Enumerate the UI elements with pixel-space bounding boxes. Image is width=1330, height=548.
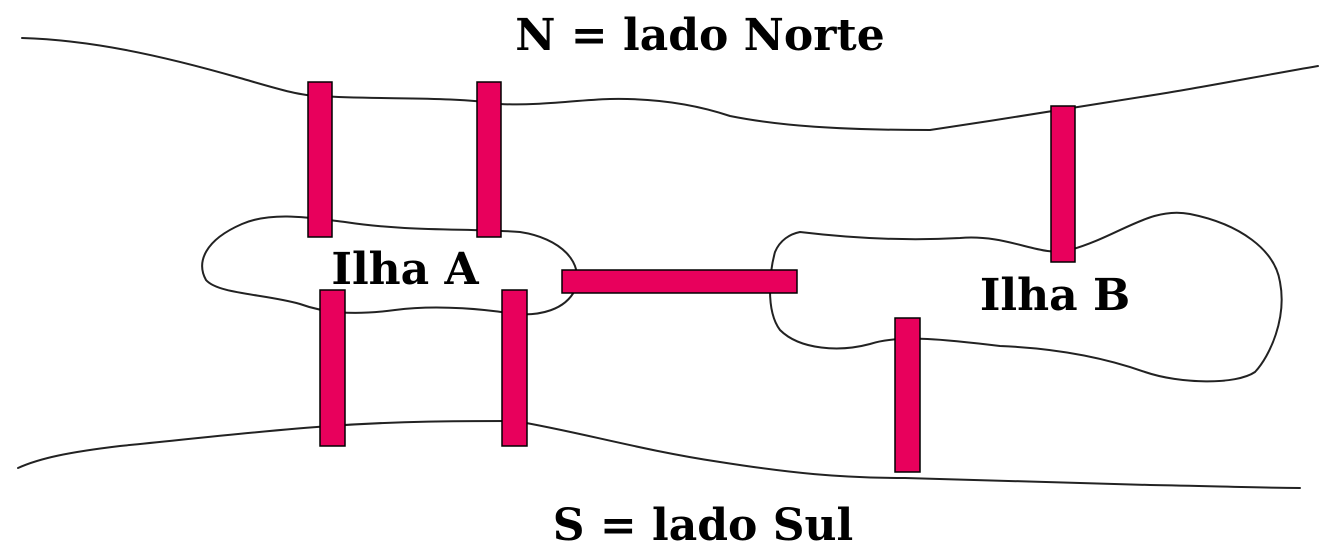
bridge-a-b	[561, 269, 798, 294]
bridge-south-a-2	[501, 289, 528, 447]
island-b-outline	[769, 211, 1283, 383]
bridge-north-b	[1050, 105, 1076, 263]
island-a-label: Ilha A	[331, 244, 479, 295]
south-shoreline	[17, 420, 1301, 489]
bridge-north-a-1	[307, 81, 333, 238]
south-label: S = lado Sul	[553, 500, 853, 548]
island-b-label: Ilha B	[980, 270, 1130, 321]
north-shoreline	[21, 37, 1319, 131]
bridge-north-a-2	[476, 81, 502, 238]
bridge-south-b	[894, 317, 921, 473]
north-label: N = lado Norte	[515, 10, 884, 61]
bridge-south-a-1	[319, 289, 346, 447]
